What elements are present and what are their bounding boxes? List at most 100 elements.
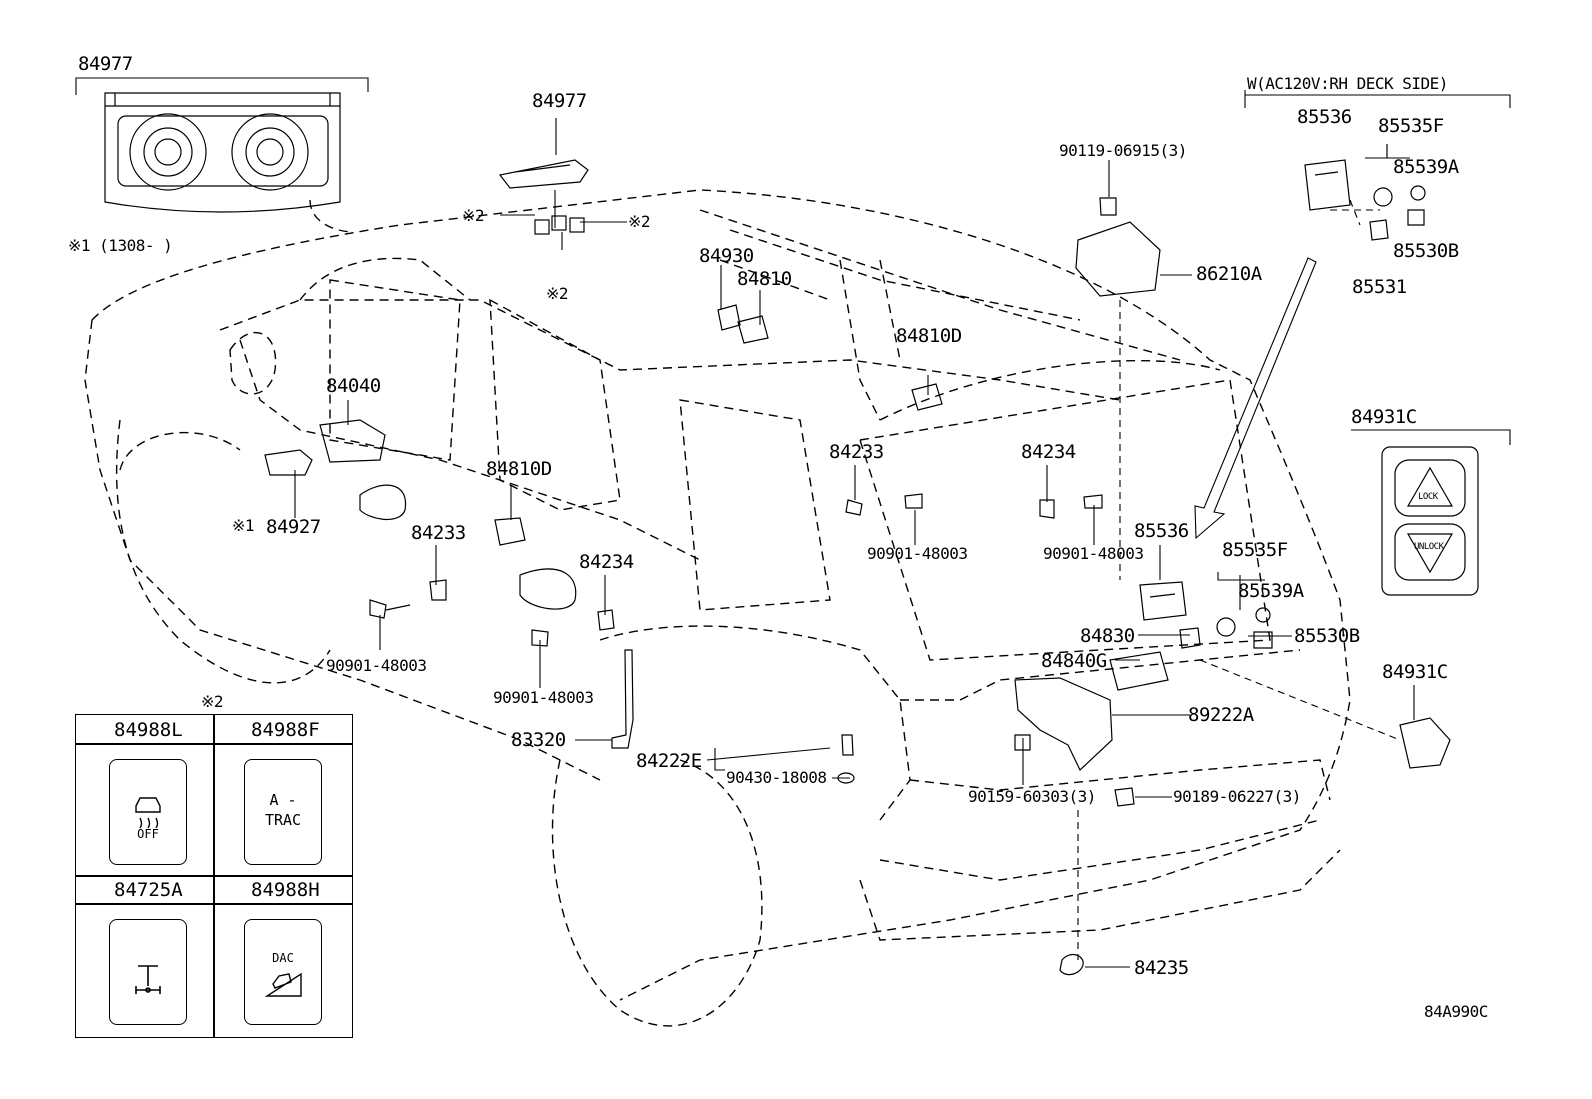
lock-label: LOCK	[1418, 492, 1438, 502]
label-85530B-top: 85530B	[1393, 240, 1459, 262]
label-84233-rear: 84233	[829, 441, 884, 463]
part-84233-rear	[845, 499, 863, 516]
label-84810D-top: 84810D	[896, 325, 962, 347]
a-trac-text-a: A -	[269, 791, 297, 809]
part-84840G	[1109, 651, 1169, 691]
label-85535F-rear: 85535F	[1222, 539, 1288, 561]
bolt-center	[531, 629, 549, 647]
switch-vsc-off: OFF	[109, 759, 187, 865]
part-85539A-rear	[1255, 607, 1271, 623]
leader-lines	[1077, 199, 1401, 960]
vehicle-outline	[84, 189, 1351, 1027]
part-84040	[319, 419, 386, 463]
label-85530B-rear: 85530B	[1294, 625, 1360, 647]
label-w-ac120v: W(AC120V:RH DECK SIDE)	[1247, 74, 1448, 93]
bolt-left	[369, 599, 411, 619]
part-85535F-rear	[1216, 617, 1236, 637]
label-86210A: 86210A	[1196, 263, 1262, 285]
label-85535F-top: 85535F	[1378, 115, 1444, 137]
door-handle-front	[359, 484, 407, 520]
part-84977-small	[498, 159, 589, 189]
label-84810: 84810	[737, 268, 792, 290]
part-84930	[717, 304, 741, 331]
part-84234-rear	[1039, 499, 1055, 519]
label-84830: 84830	[1080, 625, 1135, 647]
mark-x2-right: ※2	[628, 212, 651, 231]
label-85539A-top: 85539A	[1393, 156, 1459, 178]
label-84931C-rear: 84931C	[1382, 661, 1448, 683]
part-84927	[264, 449, 313, 476]
part-90430	[837, 772, 855, 784]
switch-a-trac: A - TRAC	[244, 759, 322, 865]
mark-x2-grid: ※2	[201, 692, 224, 711]
part-84235	[1059, 953, 1084, 976]
bolt-rear-1	[904, 493, 923, 509]
unlock-label: UNLOCK	[1414, 542, 1444, 552]
part-84234-front	[597, 609, 615, 631]
part-84810D-top	[911, 383, 943, 411]
part-84830	[1179, 627, 1201, 649]
label-84840G: 84840G	[1041, 650, 1107, 672]
switch-grid: 84988L 84988F 84725A 84988H OFF A - TRAC…	[75, 714, 353, 1038]
clips-x2	[534, 215, 585, 235]
diagram-code: 84A990C	[1424, 1002, 1488, 1021]
part-84233-front	[429, 579, 447, 601]
mark-x2-bottom: ※2	[546, 284, 569, 303]
part-84810D-side	[494, 517, 526, 546]
mark-x1: ※1	[232, 516, 255, 535]
label-90901-d: 90901-48003	[1043, 544, 1144, 563]
label-90159: 90159-60303(3)	[968, 787, 1096, 806]
label-85531: 85531	[1352, 276, 1407, 298]
switch-dac: DAC	[244, 919, 322, 1025]
bolt-rear-2	[1083, 494, 1103, 509]
grid-title-84988H: 84988H	[251, 879, 320, 901]
label-84234-rear: 84234	[1021, 441, 1076, 463]
bolt-90159	[1014, 734, 1031, 751]
door-handle-rear	[519, 568, 577, 610]
label-84927: 84927	[266, 516, 321, 538]
part-89222A	[1014, 677, 1113, 771]
label-90901-c: 90901-48003	[867, 544, 968, 563]
label-85536-top: 85536	[1297, 106, 1352, 128]
label-84977: 84977	[532, 90, 587, 112]
part-86210A	[1075, 221, 1161, 297]
part-85530B-top	[1407, 209, 1425, 226]
switch-panel-84977	[104, 92, 341, 213]
skid-icon	[135, 797, 161, 829]
switch-center-diff	[109, 919, 187, 1025]
label-84930: 84930	[699, 245, 754, 267]
part-84810	[737, 315, 769, 344]
mark-x2-left: ※2	[462, 206, 485, 225]
label-84040: 84040	[326, 375, 381, 397]
vsc-off-text: OFF	[137, 827, 159, 841]
label-90430: 90430-18008	[726, 768, 827, 787]
parts	[104, 92, 1479, 976]
grid-title-84725A: 84725A	[114, 879, 183, 901]
solid-leaders	[75, 77, 1511, 968]
label-90901-a: 90901-48003	[326, 656, 427, 675]
label-90189: 90189-06227(3)	[1173, 787, 1301, 806]
label-84234-front: 84234	[579, 551, 634, 573]
part-85536-top	[1304, 159, 1351, 211]
part-85539A-top	[1410, 185, 1426, 201]
label-85539A-rear: 85539A	[1238, 580, 1304, 602]
label-85536-rear: 85536	[1134, 520, 1189, 542]
hill-descent-icon	[264, 972, 302, 997]
a-trac-text-trac: TRAC	[264, 811, 302, 829]
part-85531	[1369, 219, 1389, 241]
label-84810D-side: 84810D	[486, 458, 552, 480]
dac-text: DAC	[272, 951, 294, 965]
label-84931C-top: 84931C	[1351, 406, 1417, 428]
part-84931C	[1399, 717, 1451, 769]
label-89222A: 89222A	[1188, 704, 1254, 726]
diff-lock-icon	[135, 965, 161, 994]
grid-title-84988L: 84988L	[114, 719, 183, 741]
label-84222E: 84222E	[636, 750, 702, 772]
part-85535F-top	[1373, 187, 1393, 207]
label-90119: 90119-06915(3)	[1059, 141, 1187, 160]
grid-title-84988F: 84988F	[251, 719, 320, 741]
label-84235: 84235	[1134, 957, 1189, 979]
part-83320	[611, 649, 634, 749]
lock-switch-panel	[1381, 446, 1479, 596]
part-90189	[1114, 787, 1135, 807]
